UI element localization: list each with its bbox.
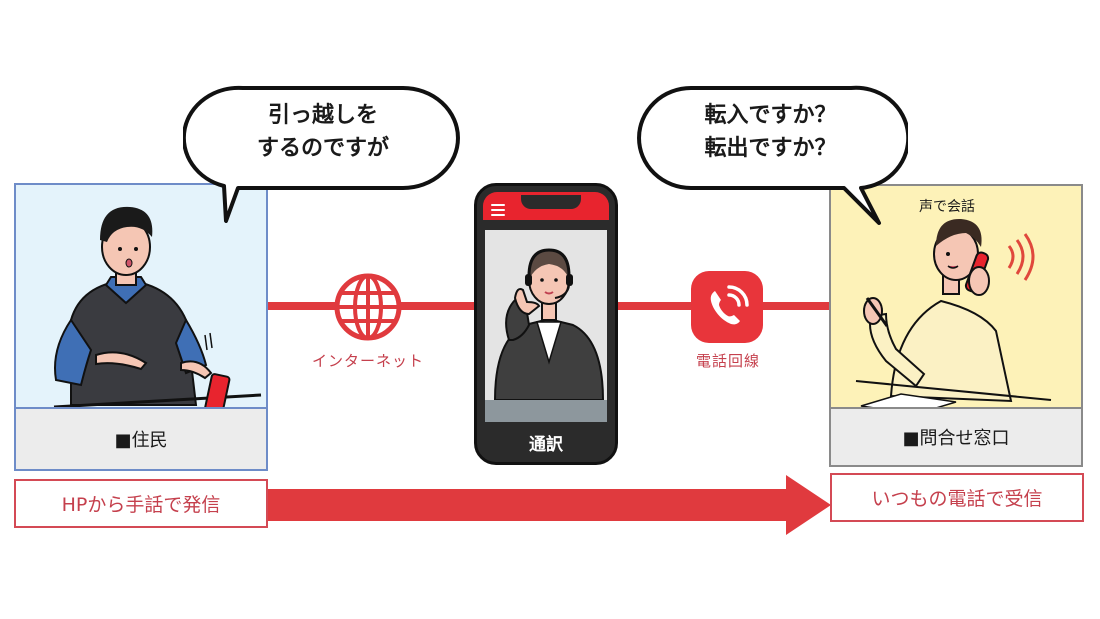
resident-speech-bubble: 引っ越しを するのですが xyxy=(183,83,463,223)
phone-line-label: 電話回線 xyxy=(695,352,760,370)
phone-call-icon xyxy=(691,271,763,343)
counter-speech-bubble: 転入ですか？ 転出ですか？ xyxy=(633,83,908,228)
phone-notch xyxy=(521,195,581,209)
voice-conversation-note: 声で会話 xyxy=(919,199,975,215)
hamburger-menu-icon[interactable] xyxy=(491,204,505,219)
globe-icon xyxy=(333,272,403,342)
phone-screen-desk xyxy=(485,400,607,422)
resident-speech-line-2: するのですが xyxy=(256,136,389,161)
resident-caption: ■住民 xyxy=(16,407,266,469)
receive-by-phone-label: いつもの電話で受信 xyxy=(830,473,1084,522)
interpreter-label: 通訳 xyxy=(529,434,563,455)
counter-speech-line-2: 転出ですか？ xyxy=(704,136,837,161)
resident-speech-line-1: 引っ越しを xyxy=(267,103,378,128)
interpreter-smartphone: 通訳 xyxy=(474,183,618,465)
resident-illustration xyxy=(53,206,262,407)
flow-arrow xyxy=(266,474,831,536)
resident-panel: ■住民 xyxy=(14,183,268,471)
phone-header-bar xyxy=(483,192,609,220)
send-from-hp-label: HPから手話で発信 xyxy=(14,479,268,528)
interpreter-video-screen xyxy=(485,230,607,400)
counter-speech-line-1: 転入ですか？ xyxy=(704,103,837,128)
counter-caption: ■問合せ窓口 xyxy=(831,407,1081,465)
counter-panel: 声で会話 ■問合せ窓口 xyxy=(829,184,1083,467)
counter-staff-illustration xyxy=(855,218,1052,407)
internet-label: インターネット xyxy=(311,352,424,370)
sign-language-interpreter-illustration xyxy=(493,248,605,400)
